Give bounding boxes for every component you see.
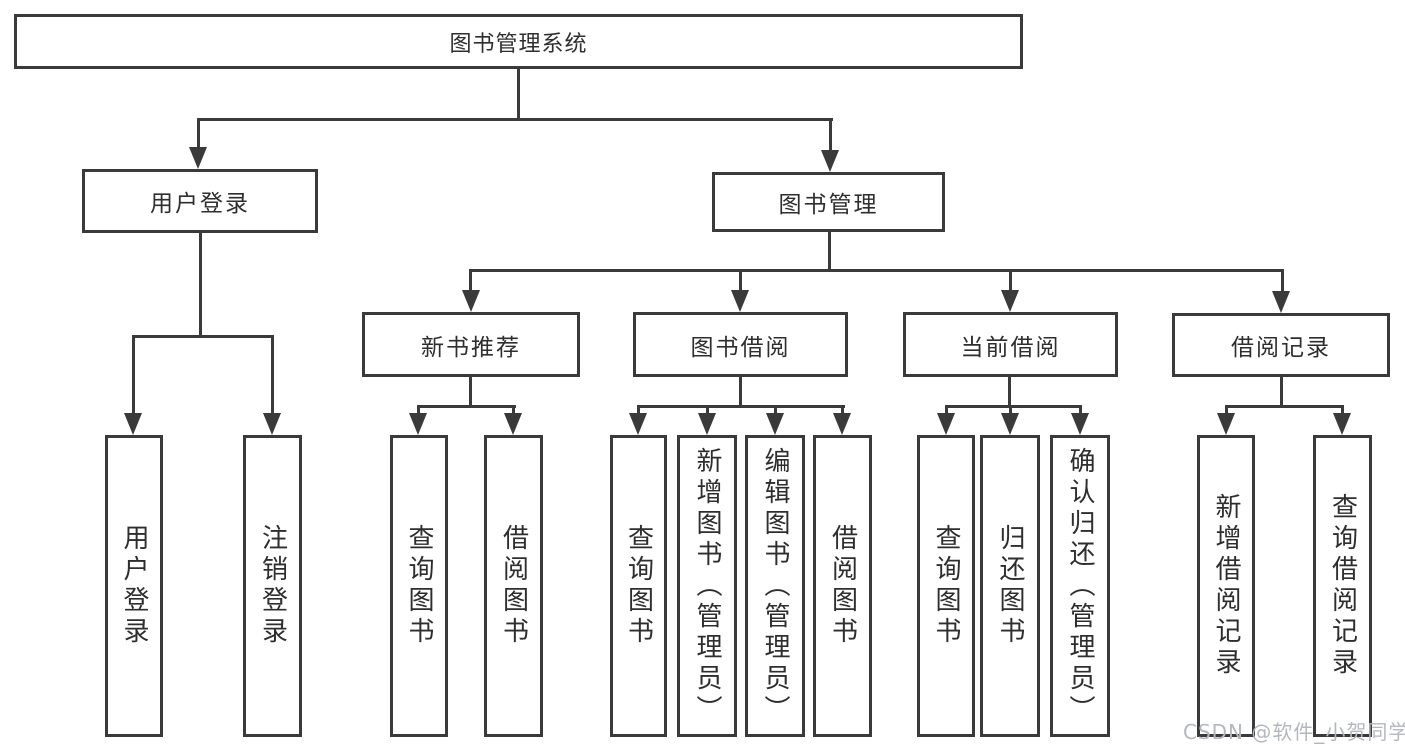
leaf-add-borrow-record: 新增借阅记录 [1197, 435, 1255, 737]
connector-line [1008, 377, 1011, 408]
connector-line [197, 118, 200, 149]
node-label: 图书管理 [778, 192, 879, 218]
connector-line [1280, 377, 1283, 408]
node-book-borrowing: 图书借阅 [633, 312, 848, 377]
connector-line [637, 405, 845, 408]
connector-line [271, 335, 274, 415]
leaf-label: 新增图书（管理员） [692, 446, 722, 726]
connector-line [945, 405, 948, 417]
arrow-down-icon [462, 290, 480, 312]
connector-line [417, 405, 420, 417]
leaf-label: 编辑图书（管理员） [760, 446, 790, 726]
connector-line [469, 269, 472, 292]
connector-line [945, 405, 1082, 408]
leaf-query-books-current: 查询图书 [917, 435, 975, 737]
leaf-label: 用户登录 [119, 524, 149, 648]
node-new-book-recommend: 新书推荐 [362, 312, 580, 377]
node-book-management-system: 图书管理系统 [14, 14, 1023, 69]
connector-line [417, 405, 516, 408]
connector-line [512, 405, 515, 417]
arrow-down-icon [1071, 413, 1089, 435]
connector-line [1009, 405, 1012, 417]
connector-line [774, 405, 777, 417]
connector-line [517, 69, 520, 120]
connector-line [132, 335, 274, 338]
leaf-return-books: 归还图书 [980, 435, 1040, 737]
leaf-label: 查询借阅记录 [1327, 493, 1358, 679]
arrow-down-icon [1001, 413, 1019, 435]
leaf-label: 借阅图书 [498, 524, 529, 648]
node-book-management: 图书管理 [712, 172, 945, 232]
arrow-down-icon [124, 413, 142, 435]
arrow-down-icon [1272, 291, 1290, 313]
connector-line [739, 269, 742, 292]
leaf-edit-books-admin: 编辑图书（管理员） [745, 435, 805, 737]
connector-line [1225, 405, 1228, 417]
connector-line [1281, 269, 1284, 292]
leaf-logout: 注销登录 [243, 435, 302, 737]
node-user-login: 用户登录 [82, 169, 318, 233]
node-current-borrowing: 当前借阅 [903, 312, 1118, 377]
arrow-down-icon [698, 413, 716, 435]
connector-line [739, 377, 742, 408]
connector-line [829, 118, 832, 152]
node-borrowing-records: 借阅记录 [1172, 313, 1390, 377]
arrow-down-icon [1001, 290, 1019, 312]
arrow-down-icon [1217, 413, 1235, 435]
arrow-down-icon [189, 147, 207, 169]
connector-line [841, 405, 844, 417]
connector-line [1079, 405, 1082, 417]
leaf-add-books-admin: 新增图书（管理员） [677, 435, 737, 737]
leaf-label: 新增借阅记录 [1211, 493, 1241, 679]
connector-line [132, 335, 135, 415]
leaf-borrow-books-borrowing: 借阅图书 [813, 435, 872, 737]
leaf-borrow-books-recommend: 借阅图书 [484, 435, 543, 737]
leaf-query-books-borrowing: 查询图书 [610, 435, 667, 737]
node-label: 借阅记录 [1231, 335, 1331, 361]
leaf-label: 确认归还（管理员） [1065, 446, 1095, 726]
leaf-label: 查询图书 [623, 524, 654, 648]
leaf-confirm-return-admin: 确认归还（管理员） [1050, 435, 1110, 737]
arrow-down-icon [504, 413, 522, 435]
arrow-down-icon [766, 413, 784, 435]
arrow-down-icon [821, 150, 839, 172]
arrow-down-icon [409, 413, 427, 435]
watermark: CSDN @软件_小贺同学 [1183, 720, 1405, 744]
leaf-label: 借阅图书 [827, 524, 858, 648]
leaf-query-borrow-record: 查询借阅记录 [1313, 435, 1372, 737]
arrow-down-icon [731, 290, 749, 312]
connector-line [197, 118, 833, 121]
node-label: 新书推荐 [421, 334, 521, 361]
connector-line [706, 405, 709, 417]
node-label: 图书管理系统 [449, 31, 588, 57]
arrow-down-icon [629, 413, 647, 435]
connector-line [828, 232, 831, 272]
connector-line [1341, 405, 1344, 417]
connector-line [469, 377, 472, 408]
connector-line [637, 405, 640, 417]
connector-line [1225, 405, 1344, 408]
leaf-user-login: 用户登录 [105, 435, 163, 737]
leaf-label: 归还图书 [995, 524, 1025, 648]
connector-line [199, 233, 202, 338]
node-label: 用户登录 [150, 191, 250, 217]
leaf-label: 查询图书 [404, 524, 434, 648]
leaf-label: 查询图书 [931, 524, 961, 648]
node-label: 图书借阅 [690, 334, 791, 361]
arrow-down-icon [937, 413, 955, 435]
connector-line [469, 269, 1284, 272]
connector-line [1009, 269, 1012, 292]
arrow-down-icon [833, 413, 851, 435]
arrow-down-icon [263, 413, 281, 435]
leaf-label: 注销登录 [257, 524, 288, 648]
arrow-down-icon [1333, 413, 1351, 435]
leaf-query-books-recommend: 查询图书 [390, 435, 448, 737]
node-label: 当前借阅 [960, 334, 1061, 361]
